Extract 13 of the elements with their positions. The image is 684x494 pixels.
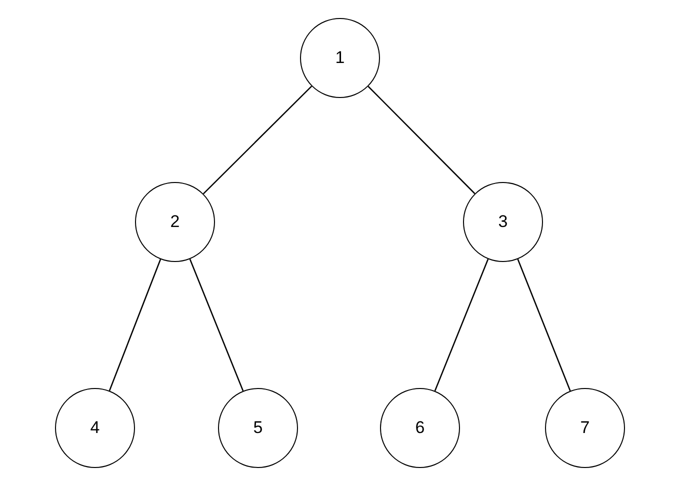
- node-label: 2: [170, 212, 180, 232]
- node-label: 3: [498, 212, 508, 232]
- connector-line: [368, 86, 476, 194]
- node-label: 4: [90, 418, 100, 438]
- connector-line: [202, 86, 312, 194]
- connector-line: [517, 258, 571, 392]
- connector-line: [189, 258, 244, 392]
- node-label: 5: [253, 418, 263, 438]
- connector-line: [434, 258, 489, 392]
- node-label: 7: [580, 418, 590, 438]
- connector-line: [108, 259, 162, 391]
- node-label: 1: [335, 48, 345, 68]
- node-label: 6: [415, 418, 425, 438]
